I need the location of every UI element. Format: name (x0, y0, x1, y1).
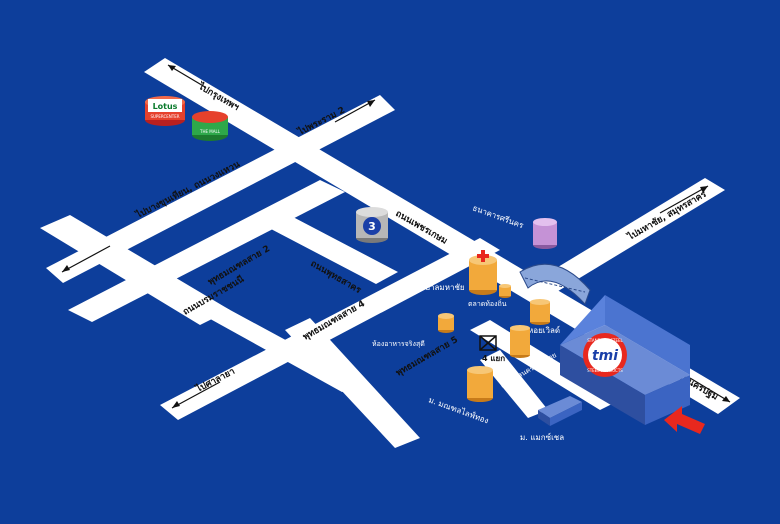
arrowhead-mahachai (700, 186, 708, 193)
intersection-label: 4 แยก (482, 354, 505, 363)
intersection-icon (479, 335, 497, 351)
lotus-label: Lotus (153, 102, 178, 111)
factory-annex: ม. แมกซ์เชล (520, 396, 582, 442)
factory-building: tmi STANDARD STEEL STEEL PRODUCTS (560, 295, 690, 425)
company-logo-text: tmi (592, 348, 618, 364)
road-left-connector (40, 215, 230, 325)
direction-arrows (61, 64, 731, 409)
bridge (519, 263, 591, 305)
landmark-hospital: โรงพยาบาลมหาชัย (398, 250, 497, 295)
lotus-sub-label: SUPERCENTER (150, 114, 179, 119)
arrowhead-sala-ya (172, 401, 180, 408)
channel-3-label: 3 (368, 220, 376, 233)
hospital-label: โรงพยาบาลมหาชัย (398, 282, 465, 292)
intersection-marker: 4 แยก (479, 335, 505, 363)
company-top-text: STANDARD STEEL (587, 338, 623, 343)
landmark-the-mall: THE MALL (192, 111, 228, 141)
restaurant-label: ห้องอาหารจริงสุดี (372, 340, 425, 348)
arrowhead-nakhonpathom (722, 396, 730, 402)
landmark-channel-3: 3 (356, 207, 388, 243)
arrowhead-rama2 (367, 100, 375, 107)
landmark-tower: หอยเวิลด์ (528, 299, 560, 335)
arrowhead-bangkok (168, 65, 176, 71)
landmark-market: ตลาดท้องถิ่น (468, 284, 511, 308)
landmark-restaurant: ห้องอาหารจริงสุดี (372, 313, 454, 348)
arrow-to-mahachai (659, 185, 709, 214)
road-lower-access (480, 350, 548, 418)
arrowhead-bangkhuntien (62, 265, 70, 272)
market-label: ตลาดท้องถิ่น (468, 299, 507, 308)
landmark-lotus: Lotus SUPERCENTER (145, 96, 185, 126)
road-rama2 (46, 95, 395, 283)
road-borommaratchachonnani (68, 180, 345, 322)
the-mall-label: THE MALL (199, 129, 221, 134)
pointer-arrow-icon (664, 406, 705, 434)
arrow-to-bangkhuntien (61, 245, 111, 273)
company-bottom-text: STEEL PRODUCTS (587, 368, 623, 373)
road-phutthaksan (250, 206, 398, 284)
arrow-to-sala-ya (171, 381, 221, 409)
road-sala-ya (160, 238, 500, 420)
road-mahachai (520, 178, 725, 302)
road-phuttha-5 (285, 318, 420, 448)
tower-label: หอยเวิลด์ (528, 325, 560, 335)
arrow-to-bangkok (167, 64, 206, 88)
arrow-to-nakhonpathom (689, 377, 731, 403)
village-2-label: ม. แมกซ์เชล (520, 432, 564, 442)
